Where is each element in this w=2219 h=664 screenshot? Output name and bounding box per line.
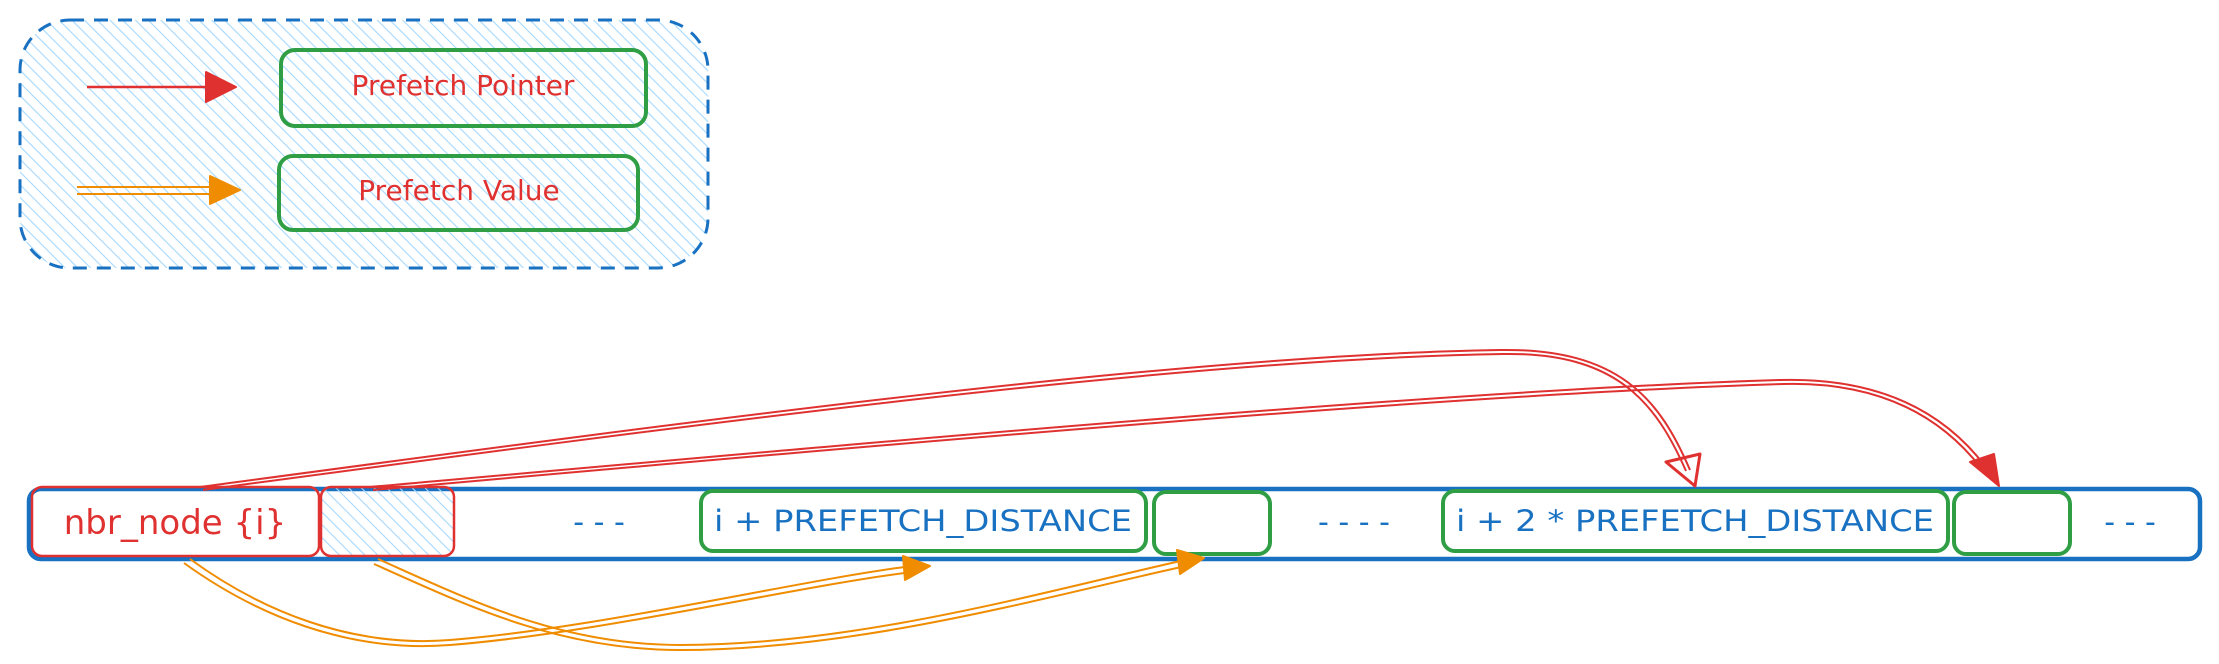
current-node-cell [30, 485, 321, 558]
legend: Prefetch Pointer Prefetch Value [18, 18, 710, 270]
value-arrow-next-to-distance [373, 549, 1205, 652]
value-arrow-i-to-distance [183, 555, 931, 648]
next-node-cell [319, 485, 456, 558]
prefetch-value-label: Prefetch Value [358, 174, 560, 207]
current-node-label: nbr_node {i} [64, 503, 286, 543]
pointer-arrows [199, 348, 2000, 491]
prefetch-distance-next-cell [1152, 490, 1272, 556]
prefetch-pointer-box [279, 48, 648, 128]
double-prefetch-distance-next-cell [1952, 490, 2072, 556]
gap-dashes-1: - - - [573, 505, 625, 540]
pointer-arrow-i-to-distance [199, 348, 1702, 491]
prefetch-value-box [277, 154, 640, 232]
array-bar: nbr_node {i} - - - i + PREFETCH_DISTANCE… [26, 485, 2203, 562]
prefetch-pointer-label: Prefetch Pointer [352, 69, 575, 102]
double-prefetch-distance-cell [1441, 489, 1950, 553]
pointer-arrow-sample [87, 71, 237, 103]
prefetch-distance-cell [699, 489, 1148, 553]
legend-panel [18, 18, 710, 270]
gap-dashes-3: - - - [2104, 505, 2156, 540]
double-prefetch-distance-label: i + 2 * PREFETCH_DISTANCE [1456, 504, 1934, 538]
value-arrows [183, 549, 1205, 652]
prefetch-distance-label: i + PREFETCH_DISTANCE [714, 504, 1132, 538]
value-arrow-sample [77, 175, 241, 205]
pointer-arrow-next-to-distance [369, 378, 2000, 491]
gap-dashes-2: - - - - [1318, 505, 1390, 540]
